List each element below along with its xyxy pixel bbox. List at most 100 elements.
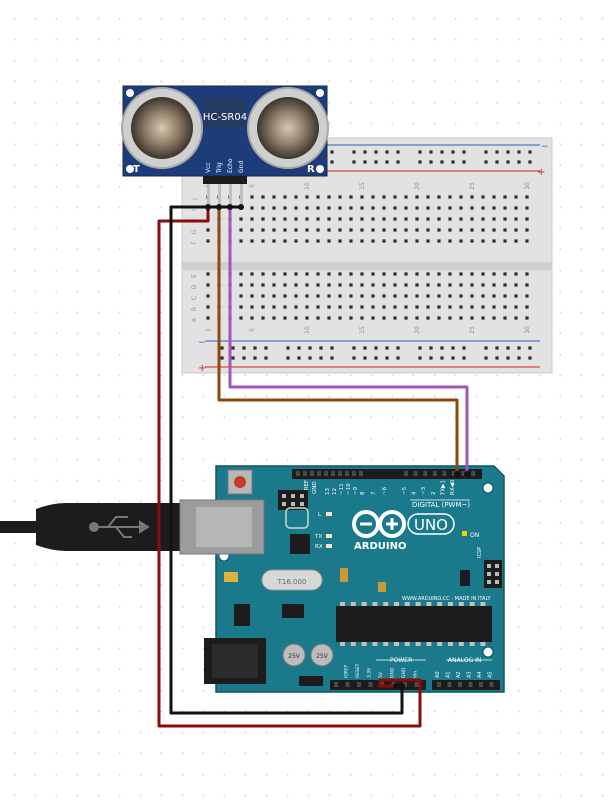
breadboard-hole[interactable] (316, 239, 320, 243)
breadboard-hole[interactable] (294, 294, 298, 298)
breadboard-hole[interactable] (327, 305, 331, 309)
breadboard-hole[interactable] (272, 305, 276, 309)
breadboard-hole[interactable] (503, 316, 507, 320)
breadboard-hole[interactable] (250, 206, 254, 210)
breadboard-hole[interactable] (393, 195, 397, 199)
rail-hole[interactable] (319, 356, 323, 360)
breadboard-hole[interactable] (503, 217, 507, 221)
rail-hole[interactable] (385, 356, 389, 360)
header-socket[interactable] (414, 682, 419, 687)
header-socket[interactable] (303, 471, 307, 476)
breadboard-hole[interactable] (525, 283, 529, 287)
breadboard-hole[interactable] (316, 316, 320, 320)
breadboard-hole[interactable] (239, 283, 243, 287)
breadboard-hole[interactable] (470, 283, 474, 287)
breadboard-hole[interactable] (470, 305, 474, 309)
breadboard-hole[interactable] (492, 294, 496, 298)
breadboard-hole[interactable] (316, 228, 320, 232)
breadboard-hole[interactable] (239, 239, 243, 243)
breadboard-hole[interactable] (415, 283, 419, 287)
rail-hole[interactable] (484, 356, 488, 360)
breadboard-hole[interactable] (415, 272, 419, 276)
header-socket[interactable] (437, 682, 441, 687)
breadboard-hole[interactable] (261, 228, 265, 232)
breadboard-hole[interactable] (437, 206, 441, 210)
breadboard-hole[interactable] (514, 228, 518, 232)
breadboard-hole[interactable] (305, 217, 309, 221)
breadboard-hole[interactable] (316, 305, 320, 309)
breadboard-hole[interactable] (283, 228, 287, 232)
header-socket[interactable] (324, 471, 328, 476)
rail-hole[interactable] (308, 356, 312, 360)
breadboard-hole[interactable] (382, 305, 386, 309)
rail-hole[interactable] (220, 346, 224, 350)
breadboard-hole[interactable] (503, 239, 507, 243)
breadboard-hole[interactable] (316, 217, 320, 221)
breadboard-hole[interactable] (492, 228, 496, 232)
breadboard-hole[interactable] (294, 316, 298, 320)
rail-hole[interactable] (440, 356, 444, 360)
rail-hole[interactable] (253, 346, 257, 350)
breadboard-hole[interactable] (426, 272, 430, 276)
breadboard-hole[interactable] (404, 294, 408, 298)
header-socket[interactable] (452, 471, 456, 476)
breadboard-hole[interactable] (525, 239, 529, 243)
rail-hole[interactable] (308, 346, 312, 350)
rail-hole[interactable] (220, 356, 224, 360)
breadboard-hole[interactable] (470, 217, 474, 221)
breadboard-hole[interactable] (316, 272, 320, 276)
breadboard-hole[interactable] (206, 316, 210, 320)
breadboard-hole[interactable] (415, 217, 419, 221)
breadboard-hole[interactable] (349, 294, 353, 298)
breadboard-hole[interactable] (459, 305, 463, 309)
breadboard-hole[interactable] (283, 316, 287, 320)
breadboard-hole[interactable] (382, 228, 386, 232)
breadboard-hole[interactable] (470, 228, 474, 232)
breadboard-hole[interactable] (437, 195, 441, 199)
rail-hole[interactable] (330, 356, 334, 360)
rail-hole[interactable] (528, 346, 532, 350)
breadboard-hole[interactable] (415, 305, 419, 309)
breadboard-hole[interactable] (305, 316, 309, 320)
breadboard-hole[interactable] (415, 239, 419, 243)
trig-wire[interactable] (217, 205, 459, 476)
breadboard-hole[interactable] (525, 217, 529, 221)
rail-hole[interactable] (297, 356, 301, 360)
breadboard-hole[interactable] (525, 206, 529, 210)
breadboard-hole[interactable] (371, 228, 375, 232)
breadboard-hole[interactable] (459, 228, 463, 232)
breadboard-hole[interactable] (393, 294, 397, 298)
breadboard-hole[interactable] (338, 272, 342, 276)
rail-hole[interactable] (440, 346, 444, 350)
breadboard-hole[interactable] (448, 217, 452, 221)
breadboard-hole[interactable] (437, 272, 441, 276)
rail-hole[interactable] (517, 160, 521, 164)
breadboard-hole[interactable] (371, 294, 375, 298)
rail-hole[interactable] (363, 150, 367, 154)
rail-hole[interactable] (495, 150, 499, 154)
rail-hole[interactable] (429, 160, 433, 164)
breadboard-hole[interactable] (470, 195, 474, 199)
breadboard-hole[interactable] (503, 294, 507, 298)
breadboard-hole[interactable] (272, 283, 276, 287)
breadboard-hole[interactable] (294, 206, 298, 210)
rail-hole[interactable] (319, 346, 323, 350)
breadboard-hole[interactable] (426, 217, 430, 221)
breadboard-hole[interactable] (503, 283, 507, 287)
breadboard-hole[interactable] (250, 272, 254, 276)
breadboard-hole[interactable] (382, 272, 386, 276)
header-socket[interactable] (458, 682, 462, 687)
breadboard-hole[interactable] (459, 195, 463, 199)
breadboard-hole[interactable] (261, 305, 265, 309)
rail-hole[interactable] (264, 356, 268, 360)
breadboard-hole[interactable] (360, 294, 364, 298)
breadboard-hole[interactable] (470, 272, 474, 276)
rail-hole[interactable] (418, 160, 422, 164)
rail-hole[interactable] (462, 150, 466, 154)
echo-wire[interactable] (228, 205, 469, 476)
header-socket[interactable] (338, 471, 342, 476)
breadboard-hole[interactable] (448, 206, 452, 210)
rail-hole[interactable] (286, 346, 290, 350)
breadboard-hole[interactable] (503, 305, 507, 309)
breadboard-hole[interactable] (459, 294, 463, 298)
